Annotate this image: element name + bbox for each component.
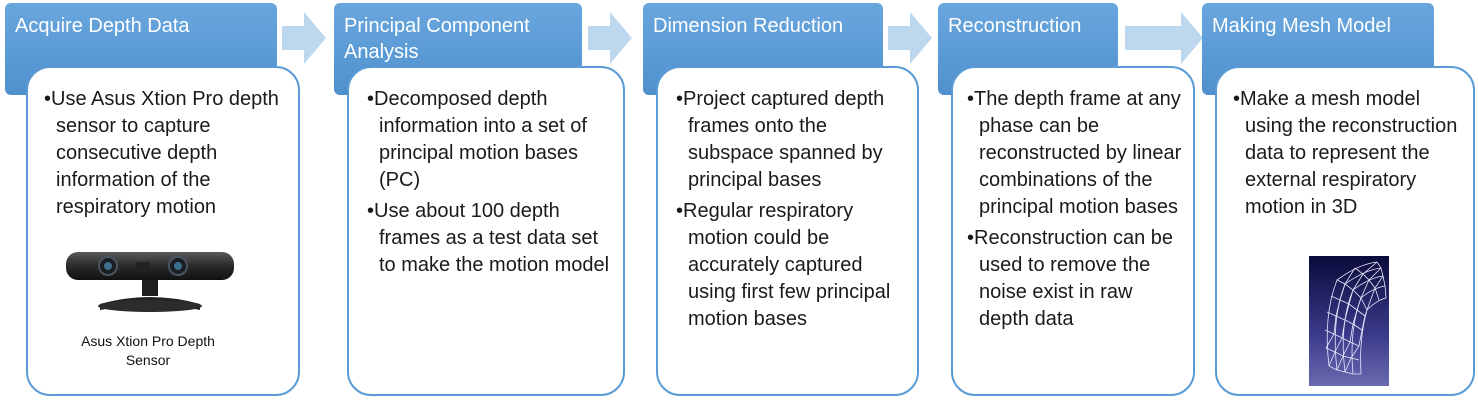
step-2-bullet-2: •Use about 100 depth frames as a test da… — [367, 200, 610, 276]
step-1-title: Acquire Depth Data — [15, 15, 190, 37]
step-4-card: •The depth frame at any phase can be rec… — [951, 66, 1195, 396]
depth-sensor-image — [66, 252, 234, 312]
step-5-bullet-1: •Make a mesh model using the reconstruct… — [1233, 88, 1458, 218]
mesh-model-image — [1309, 256, 1389, 386]
step-3-bullet-2: •Regular respiratory motion could be acc… — [676, 200, 891, 330]
step-1-bullet-1: •Use Asus Xtion Pro depth sensor to capt… — [44, 88, 279, 218]
flow-arrow-2 — [588, 12, 632, 64]
step-4-bullet-2: •Reconstruction can be used to remove th… — [967, 227, 1174, 330]
step-2-title: Principal Component Analysis — [344, 15, 530, 63]
flow-arrow-3 — [888, 12, 932, 64]
flow-arrow-1 — [282, 12, 326, 64]
step-3-card: •Project captured depth frames onto the … — [656, 66, 919, 396]
sensor-caption: Asus Xtion Pro Depth Sensor — [81, 333, 215, 368]
step-2-bullet-1: •Decomposed depth information into a set… — [367, 88, 587, 191]
step-3-title: Dimension Reduction — [653, 15, 844, 37]
step-3-bullet-1: •Project captured depth frames onto the … — [676, 88, 885, 191]
step-5-title: Making Mesh Model — [1212, 15, 1391, 37]
step-5-card: •Make a mesh model using the reconstruct… — [1215, 66, 1475, 396]
flow-arrow-4 — [1125, 12, 1203, 64]
step-2-card: •Decomposed depth information into a set… — [347, 66, 625, 396]
step-4-bullet-1: •The depth frame at any phase can be rec… — [967, 88, 1182, 218]
step-1-card: •Use Asus Xtion Pro depth sensor to capt… — [26, 66, 300, 396]
step-4-title: Reconstruction — [948, 15, 1082, 37]
